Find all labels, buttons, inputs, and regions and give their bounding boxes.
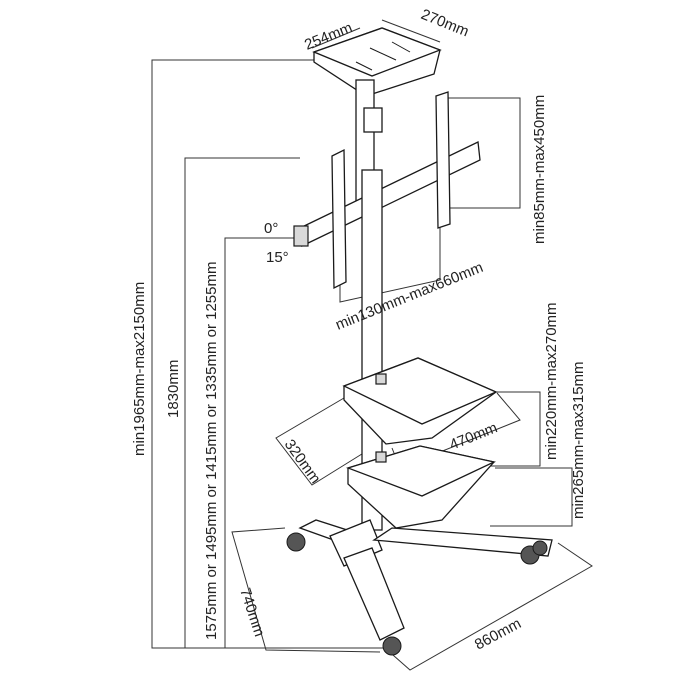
base-width-label: 860mm bbox=[472, 615, 524, 653]
top-plate-width-dimension-line bbox=[381, 19, 441, 43]
lower-shelf-clamp bbox=[375, 451, 387, 463]
shelf-gap-upper-label: min220mm-max270mm bbox=[543, 302, 560, 460]
right-vesa-arm bbox=[435, 91, 451, 229]
vesa-vertical-dimension-line bbox=[445, 97, 521, 209]
base-depth-label: 740mm bbox=[236, 586, 268, 639]
plate-slot bbox=[369, 47, 397, 61]
plate-slot bbox=[391, 41, 411, 53]
total-height-dimension-line bbox=[151, 59, 385, 649]
shelf-depth-label: 320mm bbox=[281, 436, 324, 486]
top-plate-depth-dimension-line bbox=[311, 27, 361, 49]
top-plate-width-label: 270mm bbox=[419, 6, 472, 41]
base-depth-dimension-line bbox=[231, 527, 381, 653]
shelf-gap-upper-dimension-line bbox=[490, 391, 541, 467]
base-width-dimension-line bbox=[384, 542, 593, 671]
caster-wheel bbox=[286, 532, 306, 552]
pole-height-dimension-line bbox=[184, 157, 300, 648]
base-leg-right bbox=[372, 527, 553, 557]
base-leg-front bbox=[343, 547, 405, 641]
caster-wheel bbox=[532, 540, 548, 556]
mount-height-dimension-line bbox=[224, 237, 300, 648]
pole-clamp bbox=[363, 107, 383, 133]
stand-drawing bbox=[286, 27, 553, 656]
tilt-fifteen-label: 15° bbox=[266, 249, 289, 266]
shelf-gap-lower-dimension-line bbox=[490, 467, 573, 527]
top-camera-plate-surface bbox=[312, 27, 442, 77]
shelf-gap-lower-label: min265mm-max315mm bbox=[570, 361, 587, 519]
tilt-zero-label: 0° bbox=[264, 220, 278, 237]
shelf-width-label: 470mm bbox=[447, 419, 500, 454]
vesa-vertical-label: min85mm-max450mm bbox=[531, 95, 548, 244]
left-vesa-arm bbox=[331, 148, 347, 290]
plate-slot bbox=[355, 61, 373, 71]
upper-shelf-clamp bbox=[375, 373, 387, 385]
shelf-depth-dimension-line bbox=[275, 397, 379, 486]
mount-crossbar bbox=[299, 141, 481, 247]
caster-wheel bbox=[382, 636, 402, 656]
tilt-knob bbox=[293, 225, 309, 247]
mount-heights-label: 1575mm or 1495mm or 1415mm or 1335mm or … bbox=[203, 262, 220, 641]
dimension-lines bbox=[151, 19, 593, 671]
pole-height-label: 1830mm bbox=[165, 360, 182, 418]
vesa-horizontal-label: min130mm-max660mm bbox=[333, 259, 485, 334]
total-height-label: min1965mm-max2150mm bbox=[131, 282, 148, 456]
